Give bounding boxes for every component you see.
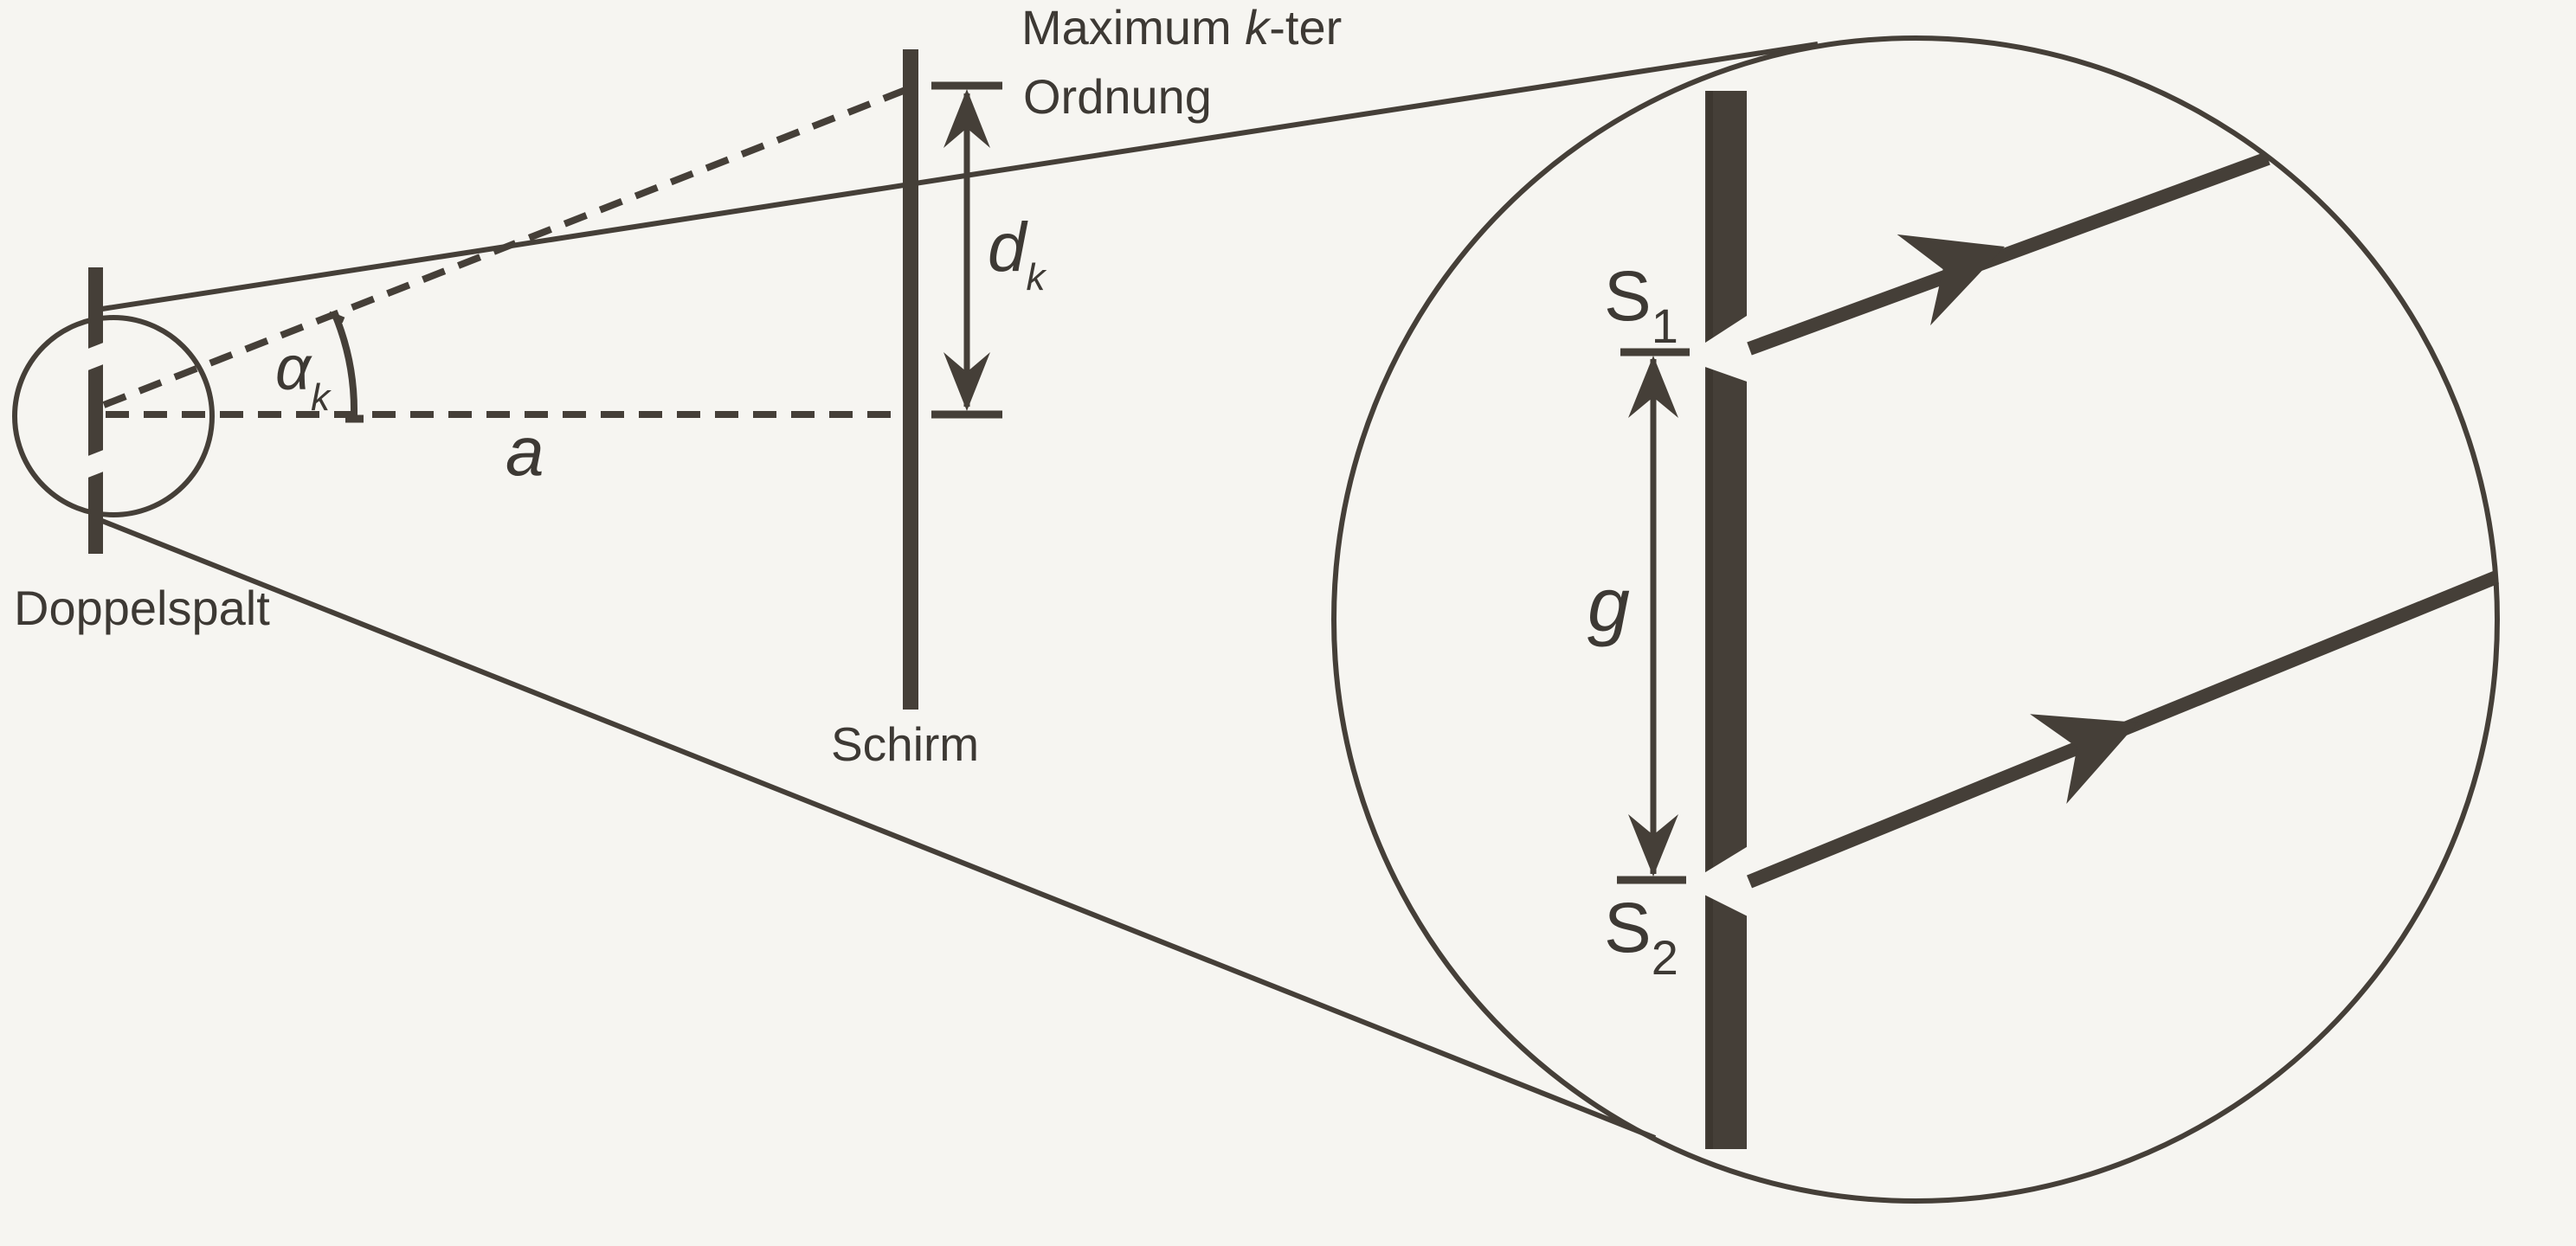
dk-label: dk <box>988 209 1047 299</box>
dk-arrowhead-up <box>943 89 990 148</box>
g-dimension <box>1617 348 1690 884</box>
magnifier-circle <box>1331 35 2500 1204</box>
angle-arc-end-tick-top <box>327 311 345 324</box>
magnifier-connector-lower <box>100 518 1657 1140</box>
maximum-order-label-line1: Maximum k-ter <box>1021 0 1342 55</box>
dk-dimension <box>931 81 1002 419</box>
maximum-order-label-line2: Ordnung <box>1023 69 1212 124</box>
double-slit-circle-outline <box>12 315 215 517</box>
ray-from-s1 <box>1747 151 2270 356</box>
double-slit-bar <box>88 267 103 554</box>
dashed-maximum-ray <box>102 87 907 408</box>
ray-from-s2 <box>1746 570 2500 889</box>
slit-s2-gap <box>1703 845 1749 917</box>
screen-bar <box>903 49 918 710</box>
double-slit-gap-1 <box>86 342 106 371</box>
g-arrowhead-down <box>1628 814 1678 877</box>
s1-label: S1 <box>1604 257 1678 353</box>
ray-s1-shaft <box>1747 151 2270 356</box>
double-slit-gap-2 <box>86 449 106 478</box>
g-label: g <box>1587 562 1630 647</box>
slit-s1-gap <box>1703 314 1749 382</box>
dk-arrowhead-down <box>943 352 990 411</box>
doppelspalt-label: Doppelspalt <box>14 581 270 635</box>
alpha-label: αk <box>275 334 332 419</box>
magnified-slit-plate <box>1703 91 1749 1149</box>
magnifier-connector-upper <box>101 42 1819 312</box>
g-arrowhead-up <box>1628 356 1678 418</box>
schirm-label: Schirm <box>831 717 979 771</box>
s2-label: S2 <box>1604 889 1678 985</box>
ray-s1-arrowhead <box>1897 234 2005 326</box>
a-label: a <box>506 413 544 490</box>
angle-arc <box>331 312 358 419</box>
ray-s2-arrowhead <box>2030 714 2138 805</box>
slit-plate-bar <box>1705 91 1747 1149</box>
slit-plate-edge-shade <box>1707 91 1713 1149</box>
